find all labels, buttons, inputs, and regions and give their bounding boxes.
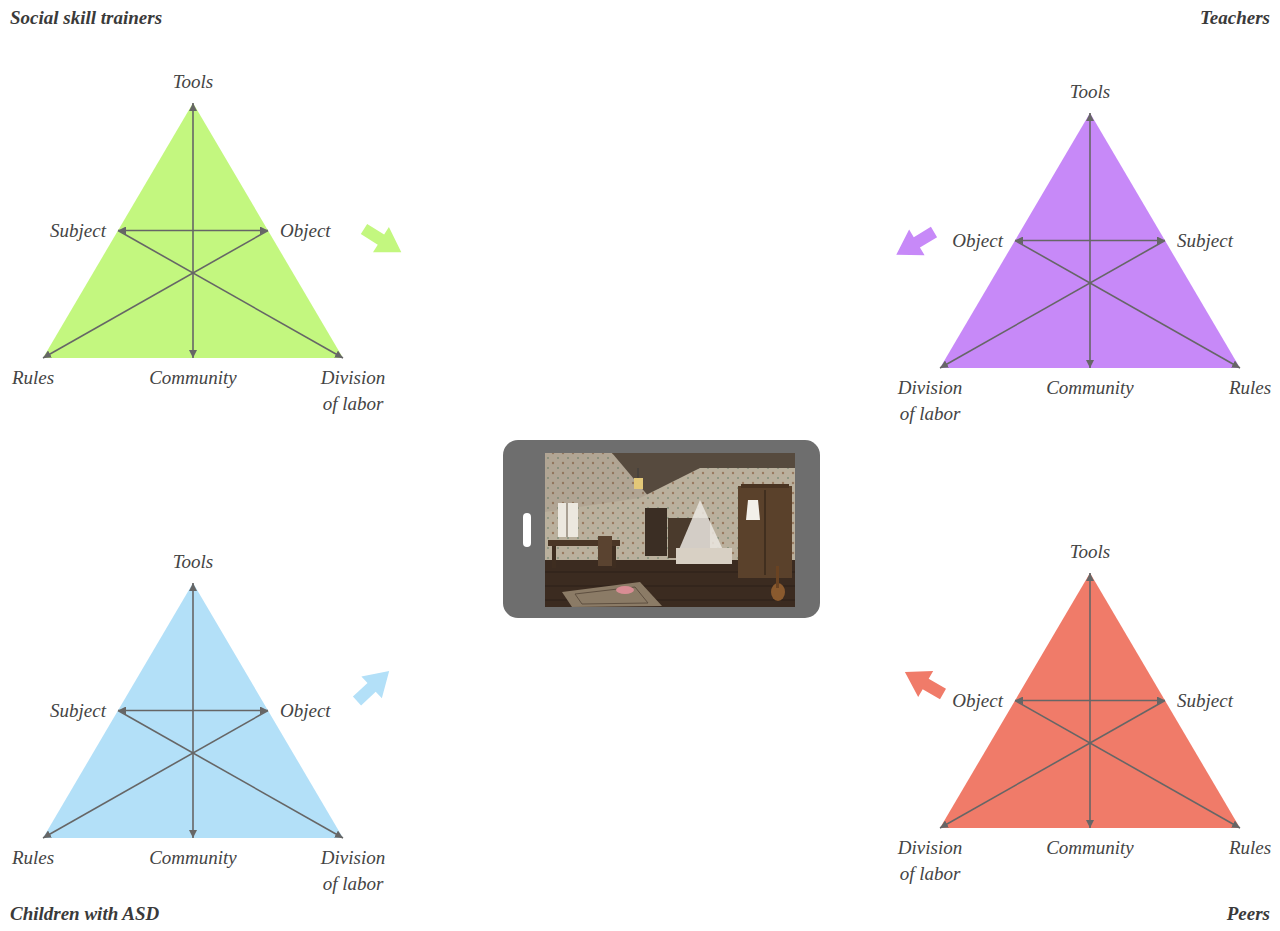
vertex-label: Community bbox=[149, 365, 237, 391]
vertex-label: Object bbox=[952, 228, 1003, 254]
vertex-label: Rules bbox=[0, 365, 73, 391]
group-title: Peers bbox=[1227, 903, 1270, 925]
vertex-label: Tools bbox=[173, 549, 214, 575]
relation-arrow bbox=[1015, 701, 1240, 829]
phone-illustration bbox=[503, 440, 820, 618]
vertex-label: Subject bbox=[1177, 688, 1233, 714]
vertex-label: Division of labor bbox=[890, 375, 970, 426]
triangle-fill bbox=[43, 583, 343, 838]
relation-arrow bbox=[43, 231, 268, 359]
relation-arrow bbox=[940, 241, 1165, 369]
activity-triangle: ToolsSubject ObjectRules Community Division… bbox=[0, 58, 403, 428]
group-title: Teachers bbox=[1200, 7, 1270, 29]
triangle-fill bbox=[43, 103, 343, 358]
activity-triangle: ToolsObject SubjectDivision of labor Commu… bbox=[880, 68, 1280, 438]
activity-triangle: ToolsSubject ObjectRules Community Division… bbox=[0, 538, 403, 908]
vertex-label: Tools bbox=[173, 69, 214, 95]
vertex-label: Object bbox=[952, 688, 1003, 714]
vertex-label: Subject bbox=[50, 218, 106, 244]
relation-arrow bbox=[118, 711, 343, 839]
vertex-label: Tools bbox=[1070, 539, 1111, 565]
vertex-label: Division of labor bbox=[313, 365, 393, 416]
relation-arrow bbox=[118, 230, 268, 232]
relation-arrow bbox=[1015, 700, 1165, 702]
relation-arrow bbox=[1015, 241, 1240, 369]
activity-triangle: ToolsObject SubjectDivision of labor Commu… bbox=[880, 528, 1280, 898]
vertex-label: Subject bbox=[1177, 228, 1233, 254]
group-title: Children with ASD bbox=[10, 903, 159, 925]
triangle-fill bbox=[940, 113, 1240, 368]
vertex-label: Tools bbox=[1070, 79, 1111, 105]
direction-arrow bbox=[889, 219, 942, 267]
vertex-label: Rules bbox=[0, 845, 73, 871]
direction-arrow bbox=[356, 216, 409, 265]
vertex-label: Subject bbox=[50, 698, 106, 724]
vertex-label: Rules bbox=[1210, 375, 1280, 401]
vertex-label: Rules bbox=[1210, 835, 1280, 861]
vertex-label: Division of labor bbox=[313, 845, 393, 896]
vertex-label: Division of labor bbox=[890, 835, 970, 886]
direction-arrow bbox=[897, 659, 950, 707]
vertex-label: Object bbox=[280, 698, 331, 724]
group-title: Social skill trainers bbox=[10, 7, 162, 29]
vertex-label: Community bbox=[149, 845, 237, 871]
direction-arrow bbox=[347, 660, 400, 712]
triangle-fill bbox=[940, 573, 1240, 828]
vertex-label: Community bbox=[1046, 835, 1134, 861]
vertex-label: Community bbox=[1046, 375, 1134, 401]
relation-arrow bbox=[1015, 240, 1165, 242]
relation-arrow bbox=[940, 701, 1165, 829]
relation-arrow bbox=[43, 711, 268, 839]
relation-arrow bbox=[118, 710, 268, 712]
relation-arrow bbox=[118, 231, 343, 359]
vertex-label: Object bbox=[280, 218, 331, 244]
